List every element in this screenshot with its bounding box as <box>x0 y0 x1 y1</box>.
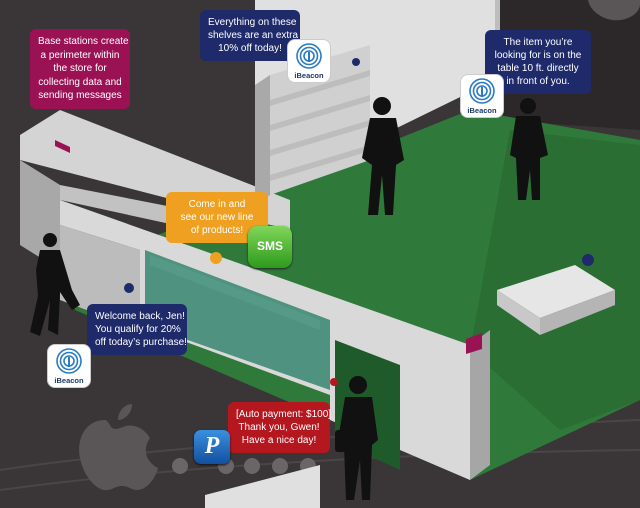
bubble-line: The item you’re <box>503 37 573 48</box>
ibeacon-waves-icon <box>296 43 322 69</box>
front-wall-left <box>60 225 140 330</box>
paypal-label: P <box>204 433 220 459</box>
bubble-line: Base stations create <box>38 36 129 47</box>
bubble-line: off today’s purchase! <box>95 337 187 348</box>
display-table-front <box>540 290 615 335</box>
bubble-line: Come in and <box>188 199 246 210</box>
ibeacon-label: iBeacon <box>467 106 497 115</box>
bubble-line: of products! <box>190 225 244 236</box>
bubble-line: shelves are an extra <box>208 30 299 41</box>
background-curve <box>0 449 640 491</box>
ibeacon-waves-icon <box>56 348 82 374</box>
bubble-line: looking for is on the <box>494 50 582 61</box>
ibeacon-icon: iBeacon <box>288 40 330 82</box>
bubble-line: Welcome back, Jen! <box>95 311 185 322</box>
bubble-line: sending messages <box>38 90 122 101</box>
ibeacon-icon: iBeacon <box>461 75 503 117</box>
apple-logo <box>588 0 640 21</box>
ibeacon-waves-icon <box>469 78 495 104</box>
ibeacon-icon: iBeacon <box>48 345 90 387</box>
sms-label: SMS <box>256 239 283 253</box>
beacon-dot <box>210 252 222 264</box>
front-wall-end <box>470 330 490 480</box>
shelf-side <box>255 75 270 205</box>
bubble-line: 10% off today! <box>218 43 282 54</box>
front-window <box>145 250 330 390</box>
bubble-line: Thank you, Gwen! <box>238 422 320 433</box>
sensor-marker <box>55 140 70 153</box>
beacon-dot <box>582 254 594 266</box>
sms-icon: SMS <box>248 226 292 268</box>
bubble-line: a perimeter within <box>40 49 120 61</box>
base-stations-bubble: Base stations create a perimeter within … <box>30 29 130 109</box>
beacon-dot <box>124 283 134 293</box>
beacon-dot <box>330 378 338 386</box>
bubble-line: the store for <box>53 63 107 74</box>
sensor-marker <box>466 333 482 354</box>
wall-fragment <box>205 465 320 508</box>
shelves-discount-bubble: Everything on these shelves are an extra… <box>200 10 300 61</box>
apple-logo <box>79 404 158 491</box>
welcome-back-bubble: Welcome back, Jen! You qualify for 20% o… <box>87 304 187 355</box>
shopper-silhouette <box>362 97 404 215</box>
shopper-silhouette <box>335 376 378 500</box>
bubble-line: Have a nice day! <box>241 435 317 446</box>
ibeacon-label: iBeacon <box>54 376 84 385</box>
display-table <box>497 265 615 318</box>
window-glare <box>150 255 320 330</box>
bubble-line: in front of you. <box>506 76 570 87</box>
bubble-line: table 10 ft. directly <box>497 63 579 74</box>
beacon-dot <box>352 58 360 66</box>
bubble-line: Everything on these <box>208 17 297 28</box>
display-table-side <box>497 290 540 335</box>
bubble-line: [Auto payment: $100] <box>236 409 332 420</box>
shelf-boards <box>270 70 370 181</box>
bubble-line: You qualify for 20% <box>95 324 181 335</box>
bubble-line: collecting data and <box>38 76 122 88</box>
paypal-icon: P <box>194 430 230 464</box>
auto-payment-bubble: [Auto payment: $100] Thank you, Gwen! Ha… <box>228 402 332 453</box>
shopper-silhouette <box>510 98 548 200</box>
ibeacon-label: iBeacon <box>294 71 324 80</box>
bubble-line: see our new line <box>180 212 254 223</box>
shopper-silhouette <box>30 233 80 336</box>
